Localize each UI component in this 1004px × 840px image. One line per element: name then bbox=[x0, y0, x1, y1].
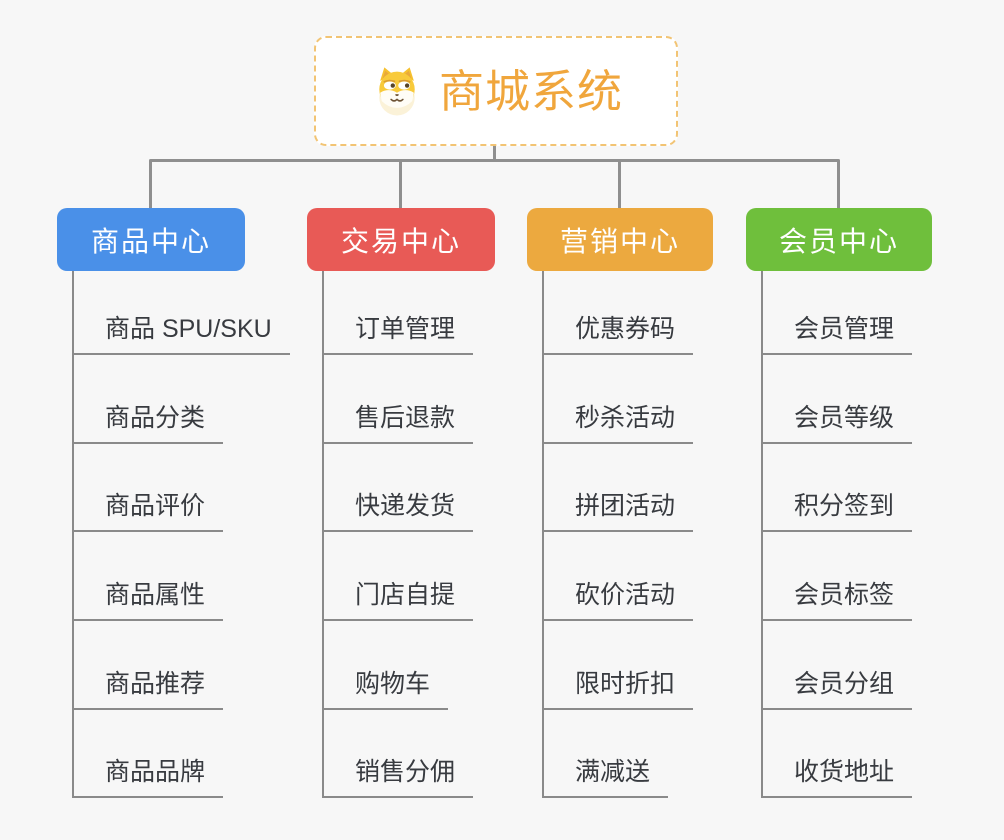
connector-drop-member bbox=[837, 161, 840, 208]
connector-root-stub bbox=[493, 146, 496, 161]
branch-children-marketing: 优惠券码 秒杀活动 拼团活动 砍价活动 限时折扣 满减送 bbox=[542, 271, 802, 801]
child-node[interactable]: 售后退款 bbox=[322, 403, 474, 444]
trunk-line bbox=[72, 271, 74, 798]
child-node[interactable]: 砍价活动 bbox=[542, 580, 694, 621]
doge-icon bbox=[379, 67, 415, 116]
child-node[interactable]: 限时折扣 bbox=[542, 669, 694, 710]
branch-node-marketing[interactable]: 营销中心 bbox=[527, 208, 713, 271]
branch-children-member: 会员管理 会员等级 积分签到 会员标签 会员分组 收货地址 bbox=[761, 271, 1004, 801]
child-node[interactable]: 商品推荐 bbox=[72, 669, 224, 710]
trunk-line bbox=[761, 271, 763, 798]
child-node[interactable]: 会员管理 bbox=[761, 314, 913, 355]
connector-rail bbox=[149, 159, 840, 162]
child-node[interactable]: 会员分组 bbox=[761, 669, 913, 710]
child-node[interactable]: 优惠券码 bbox=[542, 314, 694, 355]
child-node[interactable]: 积分签到 bbox=[761, 491, 913, 532]
child-node[interactable]: 商品 SPU/SKU bbox=[72, 314, 290, 355]
child-node[interactable]: 拼团活动 bbox=[542, 491, 694, 532]
child-node[interactable]: 订单管理 bbox=[322, 314, 474, 355]
child-node[interactable]: 销售分佣 bbox=[322, 757, 474, 798]
branch-children-product: 商品 SPU/SKU 商品分类 商品评价 商品属性 商品推荐 商品品牌 bbox=[72, 271, 332, 801]
connector-drop-trade bbox=[399, 161, 402, 208]
child-node[interactable]: 会员标签 bbox=[761, 580, 913, 621]
child-node[interactable]: 秒杀活动 bbox=[542, 403, 694, 444]
child-node[interactable]: 门店自提 bbox=[322, 580, 474, 621]
child-node[interactable]: 快递发货 bbox=[322, 491, 474, 532]
branch-node-member[interactable]: 会员中心 bbox=[746, 208, 932, 271]
child-node[interactable]: 商品分类 bbox=[72, 403, 224, 444]
child-node[interactable]: 会员等级 bbox=[761, 403, 913, 444]
child-node[interactable]: 商品品牌 bbox=[72, 757, 224, 798]
root-title: 商城系统 bbox=[438, 65, 623, 117]
branch-children-trade: 订单管理 售后退款 快递发货 门店自提 购物车 销售分佣 bbox=[322, 271, 582, 801]
branch-node-trade[interactable]: 交易中心 bbox=[307, 208, 495, 271]
child-node[interactable]: 购物车 bbox=[322, 669, 449, 710]
child-node[interactable]: 收货地址 bbox=[761, 757, 913, 798]
child-node[interactable]: 满减送 bbox=[542, 757, 669, 798]
child-node[interactable]: 商品评价 bbox=[72, 491, 224, 532]
root-node[interactable]: 商城系统 bbox=[314, 36, 678, 146]
trunk-line bbox=[542, 271, 544, 798]
connector-drop-product bbox=[149, 161, 152, 208]
branch-node-product[interactable]: 商品中心 bbox=[57, 208, 245, 271]
child-node[interactable]: 商品属性 bbox=[72, 580, 224, 621]
connector-drop-marketing bbox=[618, 161, 621, 208]
trunk-line bbox=[322, 271, 324, 798]
